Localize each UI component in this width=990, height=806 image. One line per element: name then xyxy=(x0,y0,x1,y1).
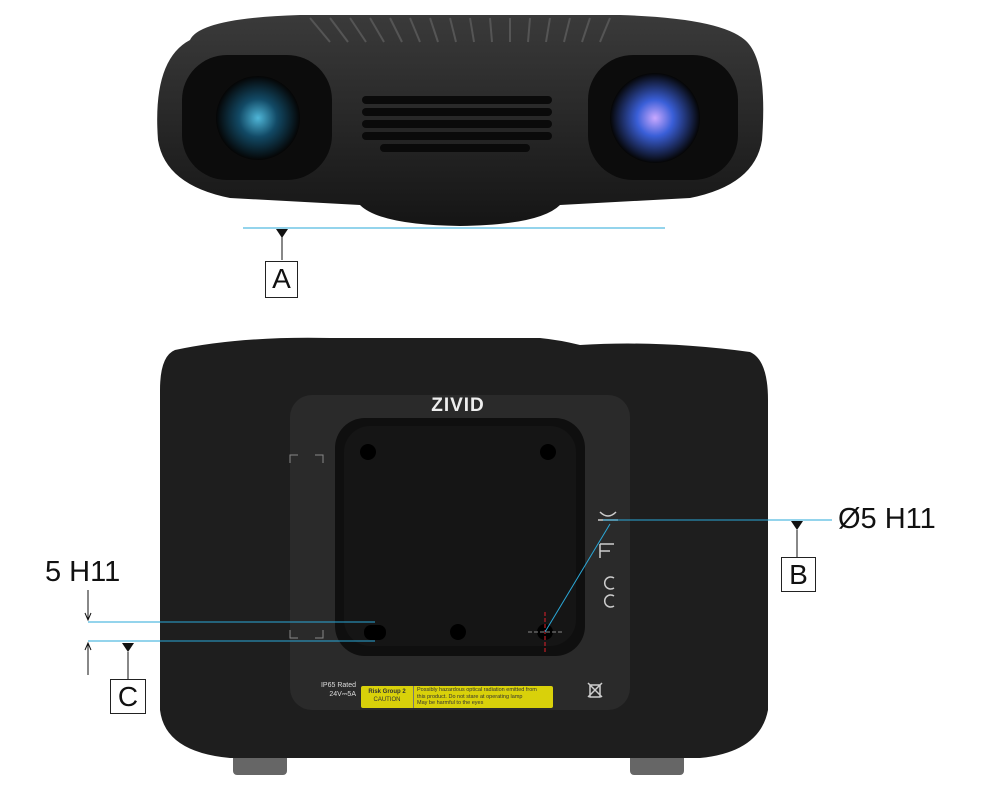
front-vent xyxy=(362,96,552,152)
warning-line: Possibly hazardous optical radiation emi… xyxy=(417,687,537,693)
datum-a-label: A xyxy=(265,261,298,298)
warning-line: this product. Do not stare at operating … xyxy=(417,693,523,700)
datum-b-marker xyxy=(544,519,832,633)
right-lens xyxy=(610,73,700,163)
warning-line: May be harmful to the eyes xyxy=(417,700,484,706)
slot-c xyxy=(364,625,386,640)
slot-c-dimension: 5 H11 xyxy=(45,556,121,588)
power-rating: 24V⎓5A xyxy=(329,691,356,698)
camera-front-view xyxy=(157,15,764,226)
ip-rating: IP65 Rated xyxy=(320,682,356,689)
rating-label: IP65 Rated 24V⎓5A xyxy=(306,681,356,699)
datum-c-marker xyxy=(84,590,375,680)
datum-a-marker xyxy=(243,227,665,260)
caution-label: Risk Group 2 CAUTION Possibly hazardous o… xyxy=(361,686,553,708)
caution-text: CAUTION xyxy=(373,697,401,703)
datum-c-label: C xyxy=(110,679,146,714)
risk-group: Risk Group 2 xyxy=(368,689,406,695)
left-lens xyxy=(216,76,300,160)
brand-logo: ZIVID xyxy=(431,395,485,416)
datum-b-label: B xyxy=(781,557,816,592)
hole-b-dimension: Ø5 H11 xyxy=(838,503,936,535)
